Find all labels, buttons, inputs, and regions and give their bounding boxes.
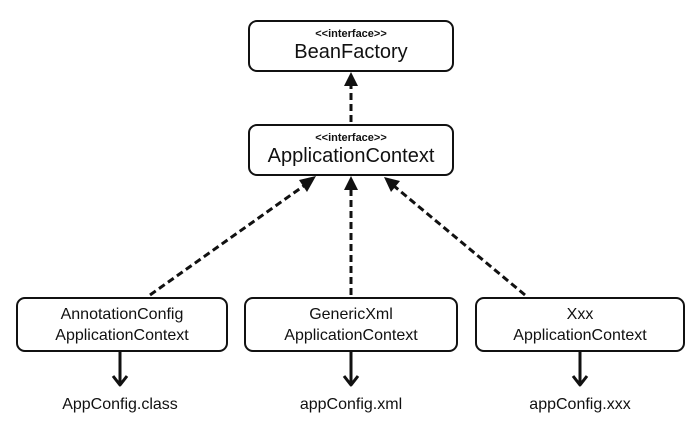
config-file-appconfig-xxx: appConfig.xxx [529,396,631,413]
arrow-genericxml-to-appconfig-xml [342,352,360,387]
inheritance-arrow-xxx-to-context [384,177,526,297]
genericxml-box: GenericXml ApplicationContext [244,297,458,352]
xxx-box: Xxx ApplicationContext [475,297,685,352]
genericxml-line1: GenericXml [309,305,393,323]
annotationconfig-line1: AnnotationConfig [60,305,184,323]
inheritance-arrow-annotation-to-context [149,176,316,297]
annotationconfig-line2: ApplicationContext [55,326,189,344]
beanfactory-box: <<interface>> BeanFactory [248,20,454,72]
annotationconfig-box: AnnotationConfig ApplicationContext [16,297,228,352]
applicationcontext-stereotype: <<interface>> [315,132,387,144]
config-file-appconfig-xml: appConfig.xml [299,396,403,413]
applicationcontext-box: <<interface>> ApplicationContext [248,124,454,176]
xxx-line1: Xxx [566,305,594,323]
xxx-line2: ApplicationContext [513,326,647,344]
beanfactory-stereotype: <<interface>> [315,28,387,40]
inheritance-arrow-context-to-beanfactory [344,72,358,122]
arrow-xxx-to-appconfig-xxx [571,352,589,387]
inheritance-arrow-genericxml-to-context [344,176,358,295]
beanfactory-name: BeanFactory [294,41,408,63]
applicationcontext-name: ApplicationContext [267,145,435,167]
arrow-annotation-to-appconfig-class [111,352,129,387]
config-file-appconfig-class: AppConfig.class [62,396,178,413]
genericxml-line2: ApplicationContext [284,326,418,344]
